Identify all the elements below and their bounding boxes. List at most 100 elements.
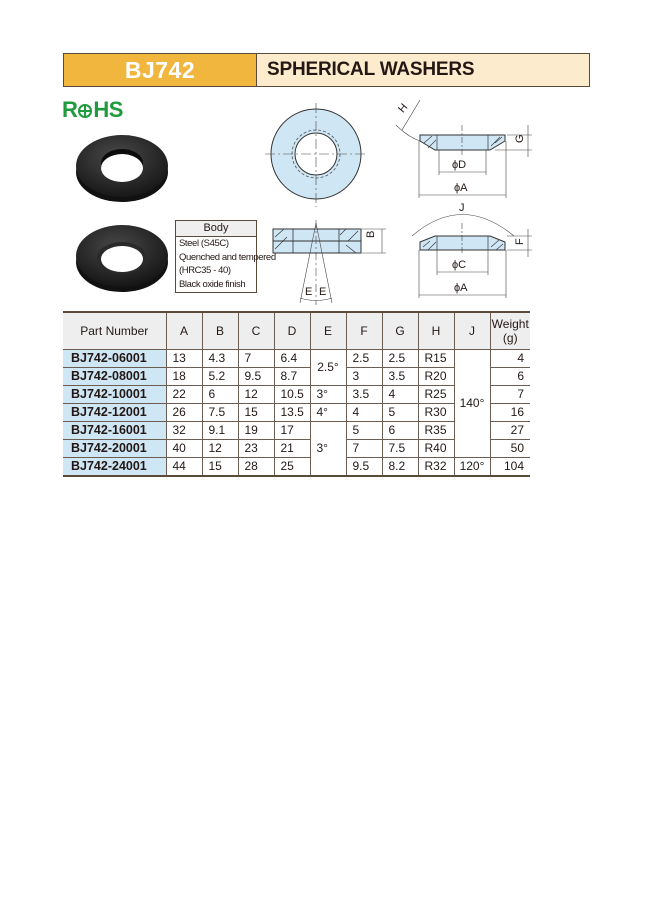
rohs-text-hs: HS [93,97,123,122]
col-weight: Weight(g) [489,311,530,350]
material-line: Steel (S45C) [179,238,229,249]
part-number: BJ742-16001 [63,421,167,440]
col-F: F [345,311,383,350]
cell-F: 9.5 [345,457,383,477]
cell-H: R40 [417,439,455,458]
material-spec-box: Body Steel (S45C) Quenched and tempered … [175,220,276,293]
cell-G: 2.5 [381,349,419,368]
table-row: BJ742-10001 22 6 12 10.5 3° 3.5 4 R25 7 [63,385,530,404]
material-line: Quenched and tempered [179,251,276,263]
cell-C: 15 [237,403,275,422]
cell-G: 3.5 [381,367,419,386]
cell-A: 40 [165,439,203,458]
cell-weight: 27 [489,421,530,440]
material-heading: Body [176,221,256,237]
cell-A: 32 [165,421,203,440]
label-phiD: ϕD [452,159,466,171]
label-F: F [514,238,526,245]
cell-E: 4° [309,403,347,422]
cell-A: 13 [165,349,203,368]
cell-D: 25 [273,457,311,477]
weight-label: Weight [491,317,529,331]
label-H: H [396,101,410,115]
cell-G: 7.5 [381,439,419,458]
cell-H: R32 [417,457,455,477]
cell-C: 9.5 [237,367,275,386]
cell-F: 3.5 [345,385,383,404]
cell-F: 2.5 [345,349,383,368]
label-phiC: ϕC [452,259,466,271]
cell-J: 120° [453,457,491,477]
part-number: BJ742-20001 [63,439,167,458]
table-row: BJ742-12001 26 7.5 15 13.5 4° 4 5 R30 16 [63,403,530,422]
cell-C: 12 [237,385,275,404]
cell-C: 28 [237,457,275,477]
cell-weight: 4 [489,349,530,368]
cell-B: 12 [201,439,239,458]
cell-D: 17 [273,421,311,440]
rohs-text-r: R [62,97,78,122]
cell-D: 10.5 [273,385,311,404]
col-G: G [381,311,419,350]
label-E-left: E [305,286,312,298]
table-row: BJ742-06001 13 4.3 7 6.4 2.5° 2.5 2.5 R1… [63,349,530,458]
washer-photo-concave [76,225,168,292]
cell-weight: 7 [489,385,530,404]
cell-G: 4 [381,385,419,404]
label-J: J [459,202,465,214]
cell-A: 18 [165,367,203,386]
cell-weight: 16 [489,403,530,422]
col-J: J [453,311,491,350]
cell-A: 44 [165,457,203,477]
cell-H: R30 [417,403,455,422]
label-E-right: E [319,286,326,298]
product-title: SPHERICAL WASHERS [257,54,589,86]
cell-J: 140° [453,349,491,458]
col-E: E [309,311,347,350]
table-row: BJ742-08001 18 5.2 9.5 8.7 3 3.5 R20 6 [63,367,530,386]
label-B: B [365,231,377,238]
cell-C: 23 [237,439,275,458]
col-B: B [201,311,239,350]
label-G: G [514,134,526,143]
cell-E: 3° [309,385,347,404]
cell-G: 5 [381,403,419,422]
part-number: BJ742-10001 [63,385,167,404]
cell-weight: 50 [489,439,530,458]
cell-H: R25 [417,385,455,404]
cell-E: 3° [309,421,347,477]
weight-unit: (g) [502,331,518,345]
material-line: Black oxide finish [179,278,246,290]
col-C: C [237,311,275,350]
table-header-row: Part Number A B C D E F G H J Weight(g) [63,311,530,350]
title-bar: BJ742 SPHERICAL WASHERS [63,53,590,87]
cell-C: 19 [237,421,275,440]
col-part-number: Part Number [63,311,167,350]
cell-B: 9.1 [201,421,239,440]
label-phiA-top: ϕA [454,182,468,194]
spec-table: Part Number A B C D E F G H J Weight(g) … [63,311,530,477]
label-phiA-bottom: ϕA [454,282,468,294]
cell-B: 7.5 [201,403,239,422]
cell-D: 13.5 [273,403,311,422]
rohs-badge: R HS [62,97,123,123]
cell-E: 2.5° [309,349,347,386]
cell-D: 21 [273,439,311,458]
cell-D: 8.7 [273,367,311,386]
cell-H: R15 [417,349,455,368]
table-row: BJ742-20001 40 12 23 21 7 7.5 R40 50 [63,439,530,458]
part-number: BJ742-06001 [63,349,167,368]
cell-weight: 6 [489,367,530,386]
globe-icon [78,104,93,118]
col-A: A [165,311,203,350]
product-code: BJ742 [64,54,257,86]
cell-F: 5 [345,421,383,440]
cell-G: 6 [381,421,419,440]
cell-A: 26 [165,403,203,422]
cell-weight: 104 [489,457,530,477]
cell-A: 22 [165,385,203,404]
part-number: BJ742-08001 [63,367,167,386]
cell-B: 5.2 [201,367,239,386]
material-line: (HRC35 - 40) [179,265,231,276]
cell-B: 15 [201,457,239,477]
